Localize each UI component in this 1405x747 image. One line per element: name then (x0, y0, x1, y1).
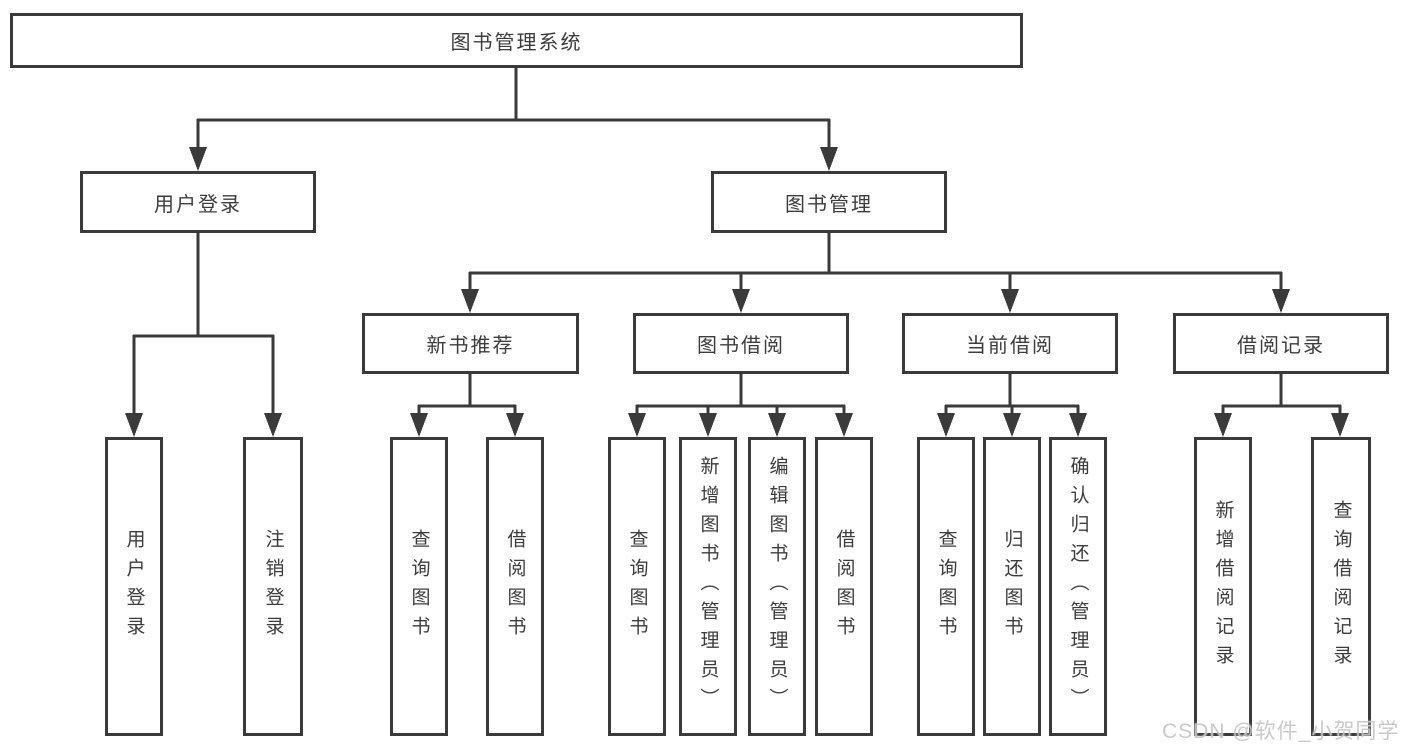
arrowheads (125, 147, 1349, 437)
leaf-borrow-books-recommend: 借阅图书 (486, 437, 544, 736)
leaf-borrow-books-borrowing: 借阅图书 (815, 437, 873, 736)
leaf-add-borrow-record: 新增借阅记录 (1194, 437, 1252, 736)
node-user-login: 用户登录 (80, 171, 316, 233)
leaf-edit-book-admin: 编辑图书（管理员） (748, 437, 806, 736)
node-library-system: 图书管理系统 (10, 13, 1023, 68)
node-current-borrowing: 当前借阅 (902, 313, 1118, 374)
node-book-management: 图书管理 (711, 171, 947, 233)
leaf-logout: 注销登录 (243, 437, 303, 736)
leaf-query-books-current: 查询图书 (917, 437, 975, 736)
node-new-book-recommend: 新书推荐 (362, 313, 579, 374)
leaf-confirm-return-admin: 确认归还（管理员） (1049, 437, 1107, 736)
leaf-query-books-recommend: 查询图书 (390, 437, 448, 736)
leaf-user-login: 用户登录 (105, 437, 163, 736)
node-borrow-records: 借阅记录 (1173, 313, 1389, 374)
leaf-query-borrow-record: 查询借阅记录 (1311, 437, 1371, 736)
watermark: CSDN @软件_小贺同学 (1162, 720, 1400, 743)
node-book-borrowing: 图书借阅 (633, 313, 849, 374)
leaf-return-book: 归还图书 (983, 437, 1041, 736)
leaf-query-books-borrowing: 查询图书 (608, 437, 666, 736)
leaf-add-book-admin: 新增图书（管理员） (679, 437, 737, 736)
